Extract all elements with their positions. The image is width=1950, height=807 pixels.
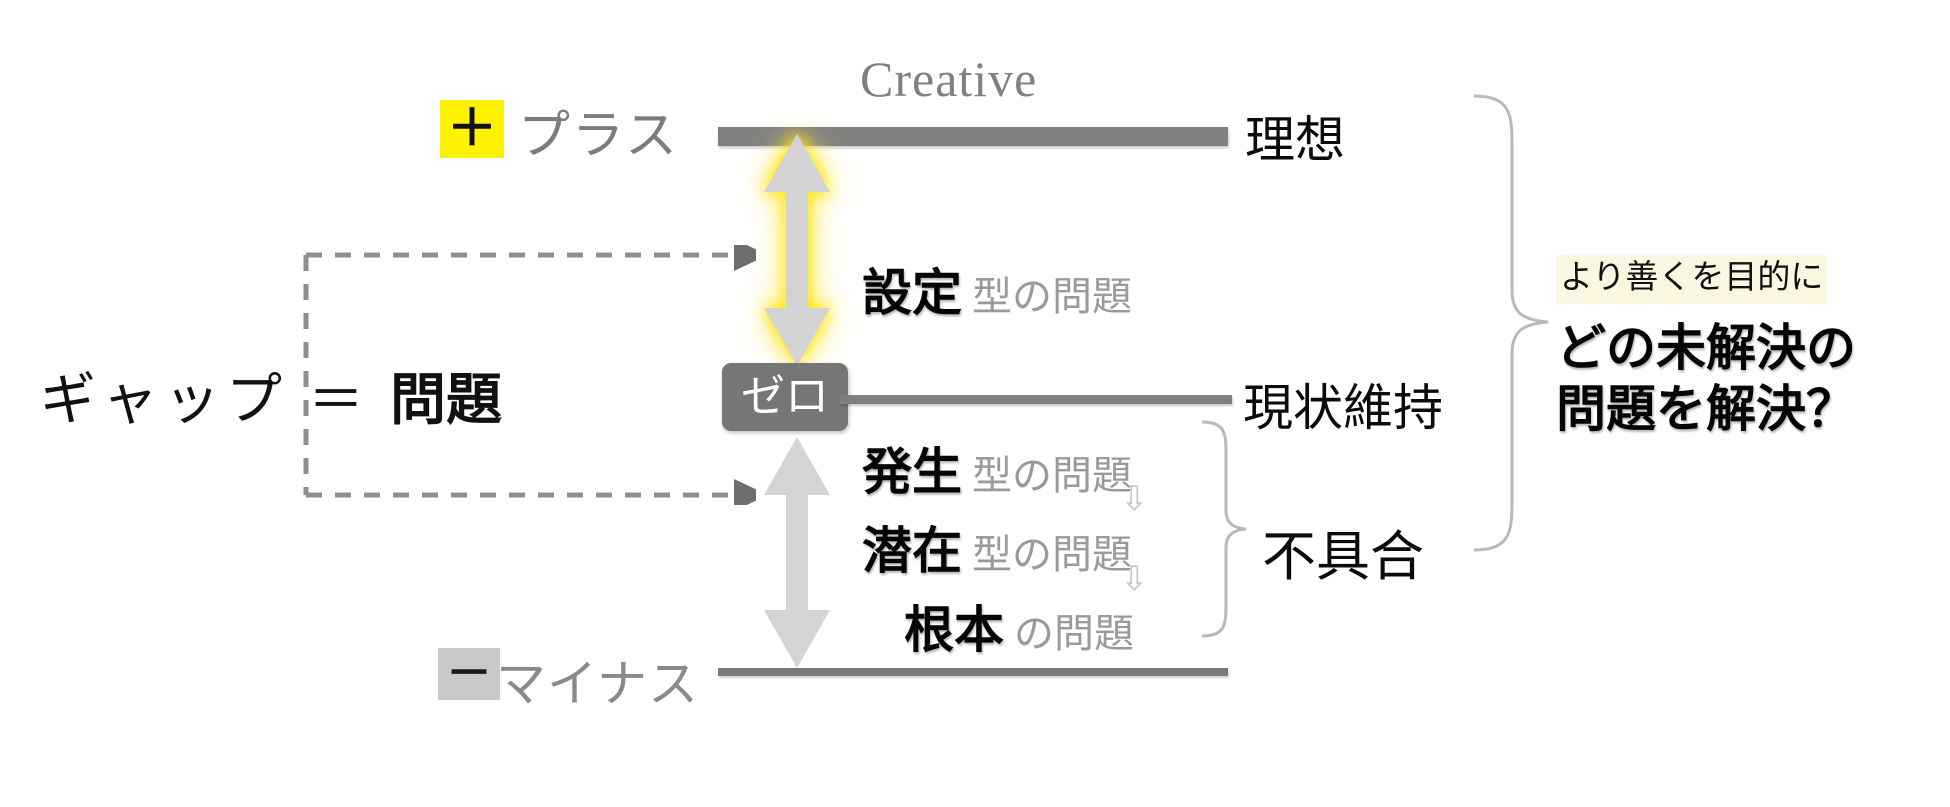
chain-arrow-1-icon: ⇩ xyxy=(1120,479,1149,519)
defect-group-brace xyxy=(1201,420,1247,638)
gap-label-kana: ギャップ ＝ xyxy=(40,370,390,432)
arrowhead-upper-icon xyxy=(734,245,756,271)
problem-row-senzai: 潜在型の問題 xyxy=(862,511,1132,583)
gap-equals-problem-label: ギャップ ＝ 問題 xyxy=(40,355,502,436)
ideal-level-bar xyxy=(718,127,1228,146)
problem-senzai-tail: 型の問題 xyxy=(972,532,1132,577)
status-quo-level-bar xyxy=(840,395,1232,404)
problem-row-hassei: 発生型の問題 xyxy=(862,432,1132,504)
gap-label-bold: 問題 xyxy=(390,370,502,432)
problem-senzai-head: 潜在 xyxy=(862,523,962,579)
problem-settei-tail: 型の問題 xyxy=(972,274,1132,319)
plus-label: プラス xyxy=(518,108,679,165)
plus-token: ＋ xyxy=(440,100,504,158)
status-quo-label: 現状維持 xyxy=(1243,380,1443,436)
minus-token: － xyxy=(438,648,500,700)
minus-label: マイナス xyxy=(496,656,699,712)
problem-settei-head: 設定 xyxy=(862,265,962,321)
gap-arrow-lower xyxy=(760,435,834,675)
callout-question-line1: どの未解決の xyxy=(1556,319,1856,376)
gap-arrow-upper xyxy=(760,130,834,375)
problem-row-konpon: 根本の問題 xyxy=(904,590,1134,662)
problem-hassei-tail: 型の問題 xyxy=(972,453,1132,498)
problem-hassei-head: 発生 xyxy=(862,444,962,500)
overall-scope-brace xyxy=(1473,94,1549,552)
callout-question-line2: 問題を解決？ xyxy=(1556,380,1856,437)
callout-highlight: より善くを目的に xyxy=(1556,255,1828,304)
callout-question: どの未解決の 問題を解決？ xyxy=(1556,318,1926,440)
problem-konpon-tail: の問題 xyxy=(1014,611,1134,656)
problem-row-settei: 設定型の問題 xyxy=(862,253,1132,325)
zero-pill: ゼロ xyxy=(722,363,848,431)
problem-konpon-head: 根本 xyxy=(904,602,1004,658)
chain-arrow-2-icon: ⇩ xyxy=(1120,559,1149,599)
double-arrow-vertical-icon xyxy=(764,437,830,668)
defect-group-label: 不具合 xyxy=(1262,527,1424,587)
callout-panel: より善くを目的に どの未解決の 問題を解決？ xyxy=(1556,255,1926,440)
arrowhead-lower-icon xyxy=(734,479,756,505)
minus-level-bar xyxy=(718,668,1228,676)
ideal-label: 理想 xyxy=(1245,112,1345,168)
gap-dashed-connector xyxy=(303,245,756,505)
creative-caption: Creative xyxy=(860,51,1038,107)
double-arrow-vertical-icon xyxy=(764,134,830,366)
